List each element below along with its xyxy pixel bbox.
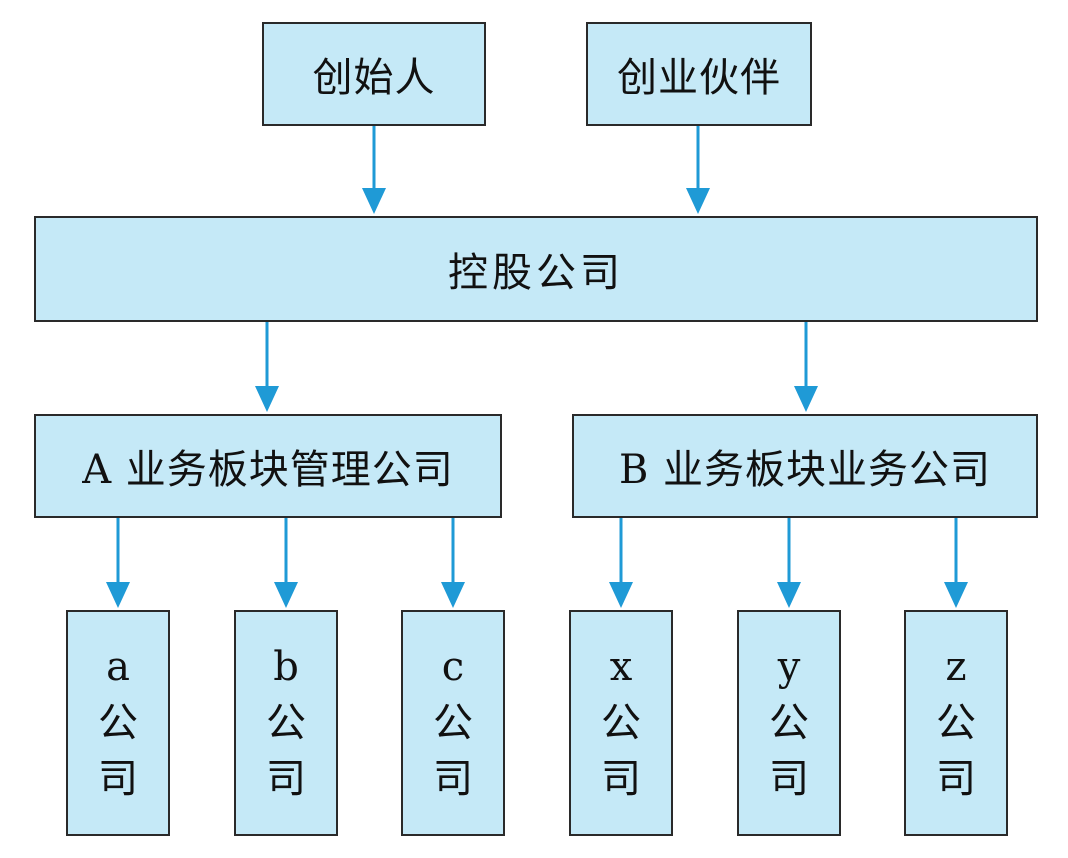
leaf-char-gong: 公	[98, 700, 138, 746]
arrow-a-group-to-c	[441, 518, 465, 608]
arrow-a-group-to-b	[274, 518, 298, 608]
arrow-a-group-to-a	[106, 518, 130, 608]
leaf-letter: b	[273, 644, 299, 690]
leaf-char-si: 司	[601, 756, 641, 802]
b-group-node: B 业务板块业务公司	[572, 414, 1038, 518]
leaf-char-si: 司	[769, 756, 809, 802]
leaf-char-gong: 公	[433, 700, 473, 746]
arrow-b-group-to-z	[944, 518, 968, 608]
leaf-char-si: 司	[266, 756, 306, 802]
leaf-letter: y	[777, 644, 801, 690]
leaf-node-z: z 公 司	[904, 610, 1008, 836]
leaf-node-x: x 公 司	[569, 610, 673, 836]
a-group-label: A 业务板块管理公司	[82, 447, 454, 493]
partner-label: 创业伙伴	[617, 55, 781, 101]
leaf-letter: x	[609, 644, 633, 690]
leaf-node-a: a 公 司	[66, 610, 170, 836]
arrow-holding-to-b-group	[794, 322, 818, 412]
holding-company-label: 控股公司	[448, 250, 624, 296]
arrow-holding-to-a-group	[255, 322, 279, 412]
leaf-char-gong: 公	[769, 700, 809, 746]
leaf-node-c: c 公 司	[401, 610, 505, 836]
leaf-char-si: 司	[936, 756, 976, 802]
leaf-char-gong: 公	[266, 700, 306, 746]
arrow-b-group-to-x	[609, 518, 633, 608]
b-group-label: B 业务板块业务公司	[618, 447, 992, 493]
partner-node: 创业伙伴	[586, 22, 812, 126]
leaf-letter: c	[441, 644, 465, 690]
holding-company-node: 控股公司	[34, 216, 1038, 322]
leaf-letter: z	[945, 644, 967, 690]
leaf-char-gong: 公	[601, 700, 641, 746]
founder-label: 创始人	[312, 55, 436, 101]
leaf-char-gong: 公	[936, 700, 976, 746]
leaf-char-si: 司	[433, 756, 473, 802]
arrow-b-group-to-y	[777, 518, 801, 608]
founder-node: 创始人	[262, 22, 486, 126]
arrow-founder-to-holding	[362, 126, 386, 214]
leaf-letter: a	[106, 644, 130, 690]
leaf-char-si: 司	[98, 756, 138, 802]
leaf-node-y: y 公 司	[737, 610, 841, 836]
leaf-node-b: b 公 司	[234, 610, 338, 836]
a-group-node: A 业务板块管理公司	[34, 414, 502, 518]
arrow-partner-to-holding	[686, 126, 710, 214]
